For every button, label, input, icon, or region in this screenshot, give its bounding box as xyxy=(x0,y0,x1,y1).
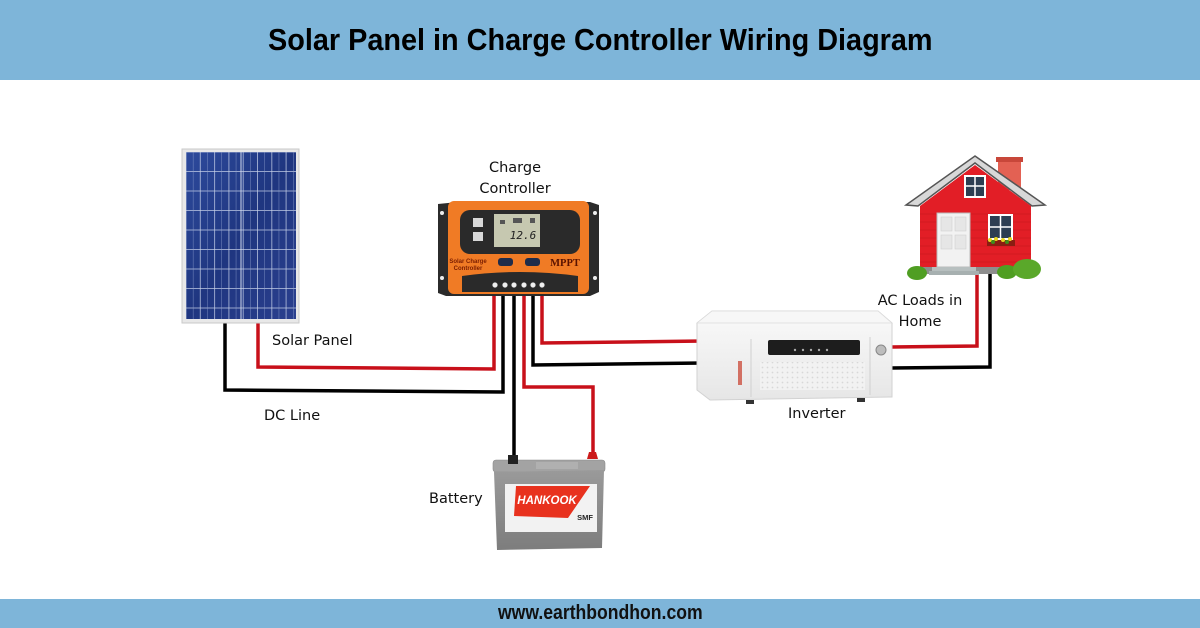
home-label-line1: AC Loads in xyxy=(877,293,963,309)
solar-negative-wire xyxy=(223,287,505,394)
controller-brand-line1: Solar Charge xyxy=(449,259,487,265)
title-banner: Solar Panel in Charge Controller Wiring … xyxy=(0,0,1200,80)
solar-positive-wire xyxy=(256,287,496,371)
solar-panel xyxy=(181,148,300,324)
lcd-voltage-reading: 12.6 xyxy=(510,229,537,242)
diagram-title: Solar Panel in Charge Controller Wiring … xyxy=(267,22,933,57)
dc-line-wires xyxy=(223,287,505,394)
dc-line-label: DC Line xyxy=(264,408,321,424)
inverter-positive-wire xyxy=(540,287,705,345)
controller-brand-line2: Controller xyxy=(454,266,483,272)
inverter-label: Inverter xyxy=(788,406,846,422)
battery-positive-terminal xyxy=(587,452,598,459)
usb-port-icon xyxy=(473,232,483,241)
home-label: AC Loads in Home xyxy=(872,291,968,333)
inverter-dc-wires xyxy=(531,287,705,367)
charge-controller: 12.6 Solar Charge Controller MPPT xyxy=(438,201,599,296)
home-label-line2: Home xyxy=(898,314,942,330)
website-link[interactable]: www.earthbondhon.com xyxy=(497,602,703,624)
battery-model: SMF xyxy=(577,513,593,522)
ac-neutral-wire xyxy=(890,272,992,370)
battery-negative-terminal xyxy=(508,455,518,464)
controller-terminals xyxy=(492,282,545,288)
inverter xyxy=(695,310,894,404)
charge-controller-label-line1: Charge xyxy=(488,160,542,176)
charge-controller-label-line2: Controller xyxy=(479,181,551,197)
battery-brand: HANKOOK xyxy=(517,495,577,507)
ac-load-wires xyxy=(890,272,992,370)
inverter-negative-wire xyxy=(531,287,705,367)
home xyxy=(903,155,1048,280)
inverter-power-button xyxy=(875,344,887,356)
controller-set-button xyxy=(525,258,540,266)
battery-label: Battery xyxy=(429,491,483,507)
controller-menu-button xyxy=(498,258,513,266)
battery-positive-wire xyxy=(522,287,595,458)
ac-line-wire xyxy=(890,272,979,349)
battery-wires xyxy=(512,287,595,463)
footer-banner: www.earthbondhon.com xyxy=(0,599,1200,628)
controller-mppt-label: MPPT xyxy=(550,258,580,269)
charge-controller-label: Charge Controller xyxy=(470,158,560,200)
solar-panel-label: Solar Panel xyxy=(272,333,353,349)
battery: HANKOOK SMF xyxy=(492,452,606,550)
usb-port-icon xyxy=(473,218,483,227)
